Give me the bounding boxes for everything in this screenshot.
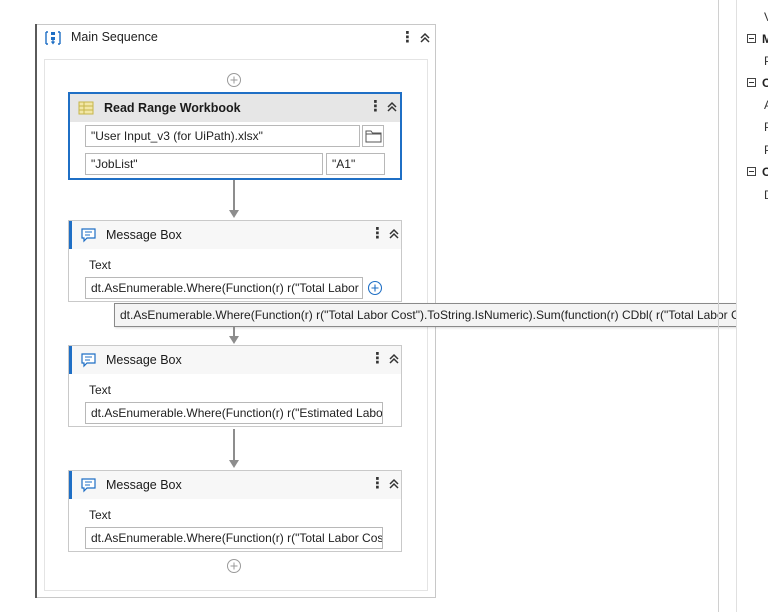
more-options-icon[interactable]: ⋮ — [368, 98, 383, 115]
property-item[interactable]: A — [737, 94, 768, 116]
collapse-category-icon[interactable] — [747, 78, 756, 87]
more-options-icon[interactable]: ⋮ — [370, 350, 385, 367]
collapse-icon[interactable] — [419, 31, 431, 45]
read-range-title: Read Range Workbook — [104, 101, 241, 115]
message-box-activity[interactable]: Message Box ⋮ Text dt.AsEnumerable.Where… — [68, 470, 402, 552]
read-range-header[interactable]: Read Range Workbook ⋮ — [70, 94, 400, 122]
browse-folder-button[interactable] — [362, 125, 384, 147]
message-box-activity[interactable]: Message Box ⋮ Text dt.AsEnumerable.Where… — [68, 220, 402, 302]
text-label: Text — [89, 508, 112, 522]
message-box-title: Message Box — [106, 353, 182, 367]
message-box-header[interactable]: Message Box ⋮ — [69, 471, 401, 499]
expand-expression-icon[interactable] — [367, 280, 383, 296]
more-options-icon[interactable]: ⋮ — [370, 225, 385, 242]
excel-read-range-icon — [78, 101, 94, 115]
main-sequence-header[interactable]: Main Sequence ⋮ — [36, 25, 435, 51]
text-label: Text — [89, 258, 112, 272]
more-options-icon[interactable]: ⋮ — [400, 29, 415, 46]
flow-arrow — [229, 460, 239, 468]
sequence-icon — [45, 31, 61, 45]
property-category[interactable]: M — [737, 28, 768, 50]
sequence-left-border — [35, 24, 37, 598]
text-expression-field[interactable]: dt.AsEnumerable.Where(Function(r) r("Tot… — [85, 527, 383, 549]
flow-arrow — [229, 336, 239, 344]
property-item[interactable]: P — [737, 139, 768, 161]
message-box-icon — [81, 353, 96, 368]
read-range-workbook-activity[interactable]: Read Range Workbook ⋮ "User Input_v3 (fo… — [68, 92, 402, 180]
properties-panel: V M P O A P P O D — [736, 0, 768, 208]
collapse-category-icon[interactable] — [747, 167, 756, 176]
workbook-path-field[interactable]: "User Input_v3 (for UiPath).xlsx" — [85, 125, 360, 147]
message-box-activity[interactable]: Message Box ⋮ Text dt.AsEnumerable.Where… — [68, 345, 402, 427]
property-category[interactable]: O — [737, 72, 768, 94]
range-field[interactable]: "A1" — [326, 153, 385, 175]
flow-connector — [233, 180, 235, 210]
collapse-icon[interactable] — [388, 477, 400, 491]
text-expression-field[interactable]: dt.AsEnumerable.Where(Function(r) r("Est… — [85, 402, 383, 424]
message-box-header[interactable]: Message Box ⋮ — [69, 221, 401, 249]
message-box-title: Message Box — [106, 478, 182, 492]
add-activity-icon[interactable] — [226, 558, 242, 574]
expression-tooltip: dt.AsEnumerable.Where(Function(r) r("Tot… — [114, 303, 768, 327]
property-item[interactable]: P — [737, 50, 768, 72]
flow-connector — [233, 327, 235, 337]
text-label: Text — [89, 383, 112, 397]
main-sequence-title: Main Sequence — [71, 30, 158, 44]
message-box-icon — [81, 478, 96, 493]
collapse-icon[interactable] — [388, 352, 400, 366]
panel-divider — [718, 0, 719, 612]
collapse-icon[interactable] — [388, 227, 400, 241]
more-options-icon[interactable]: ⋮ — [370, 475, 385, 492]
folder-icon — [365, 130, 382, 143]
property-item[interactable]: P — [737, 116, 768, 138]
message-box-title: Message Box — [106, 228, 182, 242]
property-item[interactable]: V — [737, 6, 768, 28]
property-item[interactable]: D — [737, 184, 768, 206]
message-box-icon — [81, 228, 96, 243]
flow-arrow — [229, 210, 239, 218]
collapse-icon[interactable] — [386, 100, 398, 114]
properties-panel-empty — [736, 208, 768, 612]
text-expression-field[interactable]: dt.AsEnumerable.Where(Function(r) r("Tot… — [85, 277, 363, 299]
add-activity-icon[interactable] — [226, 72, 242, 88]
flow-connector — [233, 429, 235, 461]
collapse-category-icon[interactable] — [747, 34, 756, 43]
sheet-name-field[interactable]: "JobList" — [85, 153, 323, 175]
property-category[interactable]: O — [737, 161, 768, 183]
message-box-header[interactable]: Message Box ⋮ — [69, 346, 401, 374]
